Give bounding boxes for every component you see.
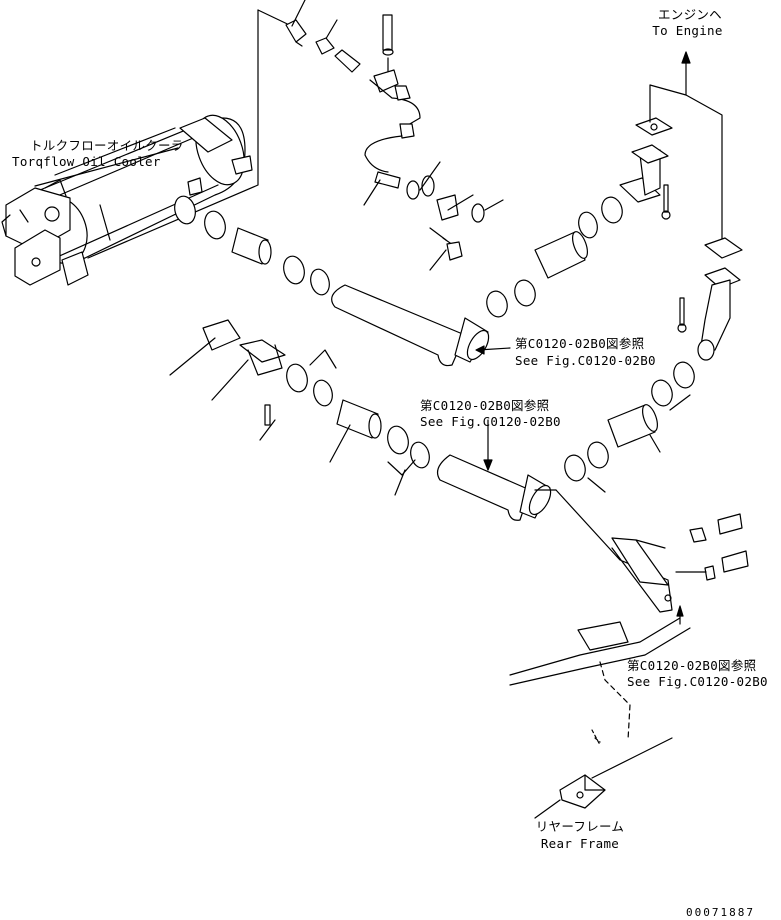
engine-arrow-head <box>682 52 690 63</box>
ref3-label-jp: 第C0120-02B0図参照 <box>627 658 757 673</box>
bracket-and-frame <box>510 490 748 818</box>
upper-pipe-line <box>172 118 672 366</box>
ref3-label-en: See Fig.C0120-02B0 <box>627 674 768 689</box>
engine-label-en: To Engine <box>652 23 723 38</box>
frame-label-jp: リヤーフレーム <box>535 819 625 834</box>
engine-label-jp: エンジンヘ <box>657 7 722 22</box>
frame-label-en: Rear Frame <box>540 836 620 851</box>
cooler-label-en: Torqflow Oil Cooler <box>12 154 161 169</box>
oil-cooler <box>2 109 253 285</box>
top-hose-assembly <box>88 0 503 270</box>
ref1-label-jp: 第C0120-02B0図参照 <box>515 336 645 351</box>
drawing-number: 00071887 <box>686 906 755 919</box>
ref1-label-en: See Fig.C0120-02B0 <box>515 353 656 368</box>
engine-bracket-lines <box>650 85 722 250</box>
ref2-label-jp: 第C0120-02B0図参照 <box>420 398 550 413</box>
right-elbow-assembly <box>649 238 742 410</box>
cooler-leader-lines <box>35 128 178 186</box>
cooler-label-jp: トルクフローオイルクーラ <box>30 138 184 153</box>
lower-pipe-line <box>170 320 660 520</box>
ref2-label-en: See Fig.C0120-02B0 <box>420 414 561 429</box>
